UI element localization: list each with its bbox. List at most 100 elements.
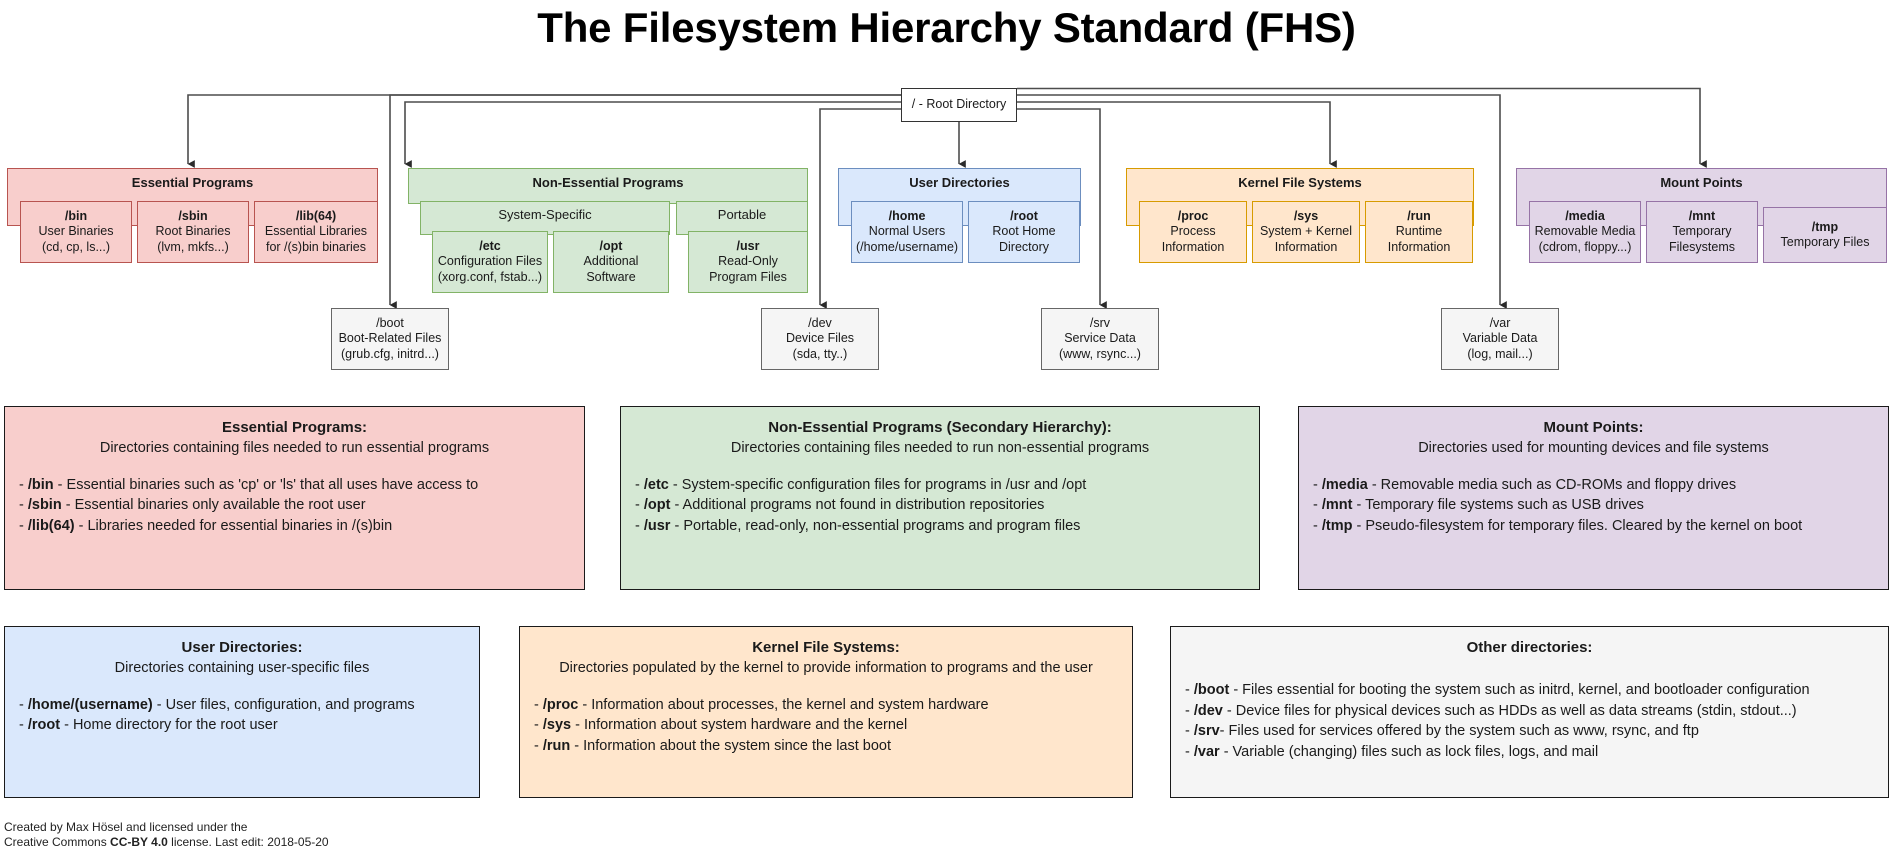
legend-key: /mnt bbox=[1321, 497, 1353, 514]
node-media[interactable]: /media Removable Media (cdrom, floppy...… bbox=[1529, 201, 1641, 263]
footer-license: CC-BY 4.0 bbox=[110, 835, 168, 849]
node-srv-name: /srv bbox=[1089, 316, 1111, 331]
node-sys-desc1: System + Kernel bbox=[1259, 224, 1353, 239]
legend-user-directories: User Directories: Directories containing… bbox=[4, 626, 480, 798]
footer-credit: Created by Max Hösel and licensed under … bbox=[4, 820, 329, 850]
list-item: - /mnt - Temporary file systems such as … bbox=[1313, 497, 1644, 514]
node-bin-name: /bin bbox=[64, 209, 88, 224]
node-home[interactable]: /home Normal Users (/home/username) bbox=[851, 201, 963, 263]
node-bin-desc1: User Binaries bbox=[38, 224, 114, 239]
node-run-desc2: Information bbox=[1387, 239, 1451, 254]
node-boot-desc1: Boot-Related Files bbox=[338, 331, 442, 346]
legend-essential-title: Essential Programs: bbox=[221, 419, 368, 436]
legend-key: /dev bbox=[1193, 702, 1223, 719]
node-sys[interactable]: /sys System + Kernel Information bbox=[1252, 201, 1360, 263]
legend-mount-points: Mount Points: Directories used for mount… bbox=[1298, 406, 1889, 590]
node-boot[interactable]: /boot Boot-Related Files (grub.cfg, init… bbox=[331, 308, 449, 370]
node-var[interactable]: /var Variable Data (log, mail...) bbox=[1441, 308, 1559, 370]
node-sbin-name: /sbin bbox=[178, 209, 208, 224]
node-media-name: /media bbox=[1565, 209, 1605, 224]
legend-key: /boot bbox=[1193, 682, 1230, 699]
group-portable[interactable]: Portable bbox=[676, 201, 808, 235]
legend-text: - User files, configuration, and program… bbox=[152, 696, 415, 713]
node-proc[interactable]: /proc Process Information bbox=[1139, 201, 1247, 263]
legend-text: - Information about system hardware and … bbox=[571, 717, 908, 734]
node-srv[interactable]: /srv Service Data (www, rsync...) bbox=[1041, 308, 1159, 370]
list-item: - /root - Home directory for the root us… bbox=[19, 717, 278, 734]
legend-nonessential-subtitle: Directories containing files needed to r… bbox=[730, 440, 1150, 457]
legend-key: /sys bbox=[542, 717, 572, 734]
legend-key: /proc bbox=[542, 696, 579, 713]
list-item: - /media - Removable media such as CD-RO… bbox=[1313, 476, 1737, 493]
group-essential-programs-header: Essential Programs bbox=[131, 175, 254, 190]
legend-nonessential-title: Non-Essential Programs (Secondary Hierar… bbox=[768, 419, 1112, 436]
node-sbin-desc1: Root Binaries bbox=[155, 224, 231, 239]
legend-text: - Device files for physical devices such… bbox=[1222, 702, 1797, 719]
node-proc-desc2: Information bbox=[1161, 239, 1225, 254]
legend-key: /bin bbox=[27, 476, 54, 493]
node-sbin[interactable]: /sbin Root Binaries (lvm, mkfs...) bbox=[137, 201, 249, 263]
legend-text: - Variable (changing) files such as lock… bbox=[1219, 744, 1599, 761]
group-system-specific[interactable]: System-Specific bbox=[420, 201, 670, 235]
node-root[interactable]: / - Root Directory bbox=[901, 88, 1017, 122]
legend-key: /run bbox=[542, 738, 571, 755]
list-item: - /proc - Information about processes, t… bbox=[534, 696, 989, 713]
node-lib-name: /lib(64) bbox=[295, 209, 337, 224]
node-dev[interactable]: /dev Device Files (sda, tty..) bbox=[761, 308, 879, 370]
node-media-desc1: Removable Media bbox=[1534, 224, 1636, 239]
node-var-desc2: (log, mail...) bbox=[1467, 346, 1533, 361]
node-opt[interactable]: /opt Additional Software bbox=[553, 231, 669, 293]
legend-text: - Additional programs not found in distr… bbox=[670, 497, 1045, 514]
node-sys-desc2: Information bbox=[1274, 239, 1338, 254]
node-proc-name: /proc bbox=[1177, 209, 1209, 224]
footer-line2-pre: Creative Commons bbox=[4, 835, 111, 849]
legend-text: - Information about processes, the kerne… bbox=[578, 696, 989, 713]
list-item: - /opt - Additional programs not found i… bbox=[635, 497, 1045, 514]
node-home-name: /home bbox=[888, 209, 926, 224]
node-etc-desc1: Configuration Files bbox=[437, 254, 543, 269]
node-mnt-name: /mnt bbox=[1688, 209, 1716, 224]
node-etc[interactable]: /etc Configuration Files (xorg.conf, fst… bbox=[432, 231, 548, 293]
list-item: - /srv- Files used for services offered … bbox=[1185, 723, 1699, 740]
node-srv-desc1: Service Data bbox=[1064, 331, 1136, 346]
legend-key: /media bbox=[1321, 476, 1368, 493]
node-boot-desc2: (grub.cfg, initrd...) bbox=[341, 346, 439, 361]
legend-user-list: - /home/(username) - User files, configu… bbox=[19, 695, 465, 736]
legend-text: - Information about the system since the… bbox=[570, 738, 892, 755]
list-item: - /boot - Files essential for booting th… bbox=[1185, 682, 1810, 699]
node-rootdir-desc2: Directory bbox=[998, 239, 1049, 254]
node-tmp[interactable]: /tmp Temporary Files bbox=[1763, 207, 1887, 263]
legend-essential-subtitle: Directories containing files needed to r… bbox=[99, 440, 490, 457]
legend-essential-programs: Essential Programs: Directories containi… bbox=[4, 406, 585, 590]
node-lib[interactable]: /lib(64) Essential Libraries for /(s)bin… bbox=[254, 201, 378, 263]
node-sys-name: /sys bbox=[1293, 209, 1319, 224]
legend-kernel-title: Kernel File Systems: bbox=[752, 639, 900, 656]
node-bin[interactable]: /bin User Binaries (cd, cp, ls...) bbox=[20, 201, 132, 263]
legend-key: /home/(username) bbox=[27, 696, 153, 713]
node-opt-desc1: Additional Software bbox=[583, 254, 639, 284]
node-bin-desc2: (cd, cp, ls...) bbox=[41, 239, 111, 254]
legend-text: - Essential binaries only available the … bbox=[61, 497, 366, 514]
legend-non-essential-programs: Non-Essential Programs (Secondary Hierar… bbox=[620, 406, 1260, 590]
legend-text: - Pseudo-filesystem for temporary files.… bbox=[1352, 518, 1803, 535]
node-sbin-desc2: (lvm, mkfs...) bbox=[157, 239, 229, 254]
node-rootdir[interactable]: /root Root Home Directory bbox=[968, 201, 1080, 263]
legend-kernel-subtitle: Directories populated by the kernel to p… bbox=[559, 660, 1093, 677]
legend-text: - Files used for services offered by the… bbox=[1219, 723, 1699, 740]
node-usr[interactable]: /usr Read-Only Program Files bbox=[688, 231, 808, 293]
node-media-desc2: (cdrom, floppy...) bbox=[1538, 239, 1632, 254]
node-boot-name: /boot bbox=[376, 316, 404, 331]
node-run[interactable]: /run Runtime Information bbox=[1365, 201, 1473, 263]
legend-text: - Home directory for the root user bbox=[60, 717, 278, 734]
footer-line-1: Created by Max Hösel and licensed under … bbox=[4, 820, 248, 834]
node-opt-name: /opt bbox=[599, 239, 623, 254]
group-portable-label: Portable bbox=[717, 207, 767, 222]
node-var-name: /var bbox=[1489, 316, 1511, 331]
legend-text: - Libraries needed for essential binarie… bbox=[74, 518, 393, 535]
node-dev-desc2: (sda, tty..) bbox=[792, 346, 848, 361]
list-item: - /etc - System-specific configuration f… bbox=[635, 476, 1087, 493]
group-non-essential-programs[interactable]: Non-Essential Programs bbox=[408, 168, 808, 204]
list-item: - /var - Variable (changing) files such … bbox=[1185, 744, 1599, 761]
legend-other-title: Other directories: bbox=[1466, 639, 1593, 656]
node-mnt[interactable]: /mnt Temporary Filesystems bbox=[1646, 201, 1758, 263]
